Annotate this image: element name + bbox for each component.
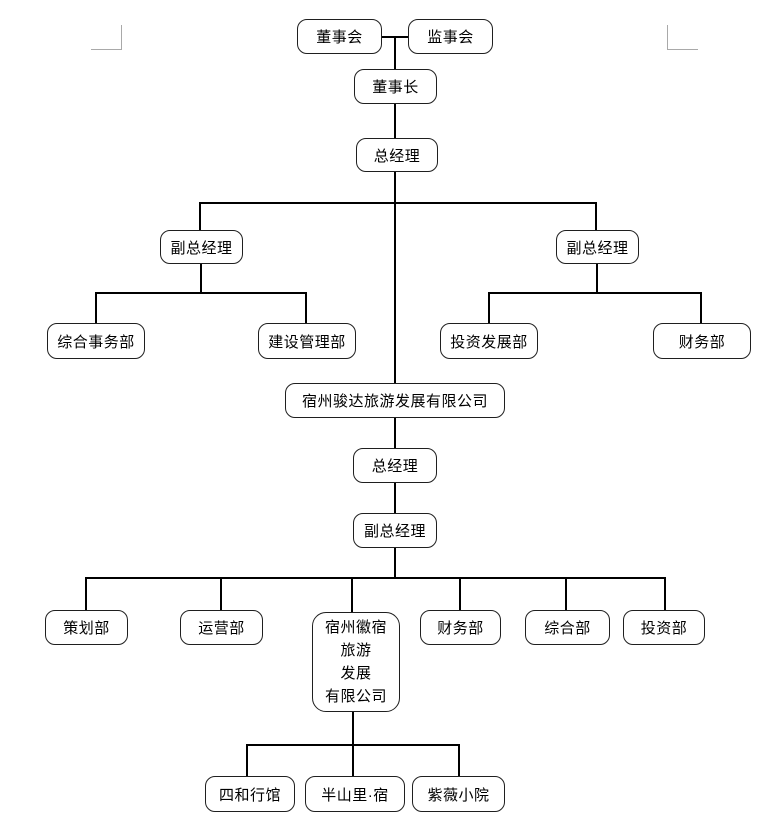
node-investment-dev-dept[interactable]: 投资发展部 xyxy=(440,323,538,359)
node-label: 建设管理部 xyxy=(268,333,346,351)
connector-line xyxy=(458,744,460,776)
node-label: 财务部 xyxy=(678,333,726,351)
connector-line xyxy=(220,577,222,610)
node-label: 监事会 xyxy=(427,29,474,46)
node-label-line: 宿州徽宿 xyxy=(324,619,387,636)
node-planning-dept[interactable]: 策划部 xyxy=(45,610,128,645)
connector-line xyxy=(352,744,354,776)
node-deputy-gm-left[interactable]: 副总经理 xyxy=(160,230,243,264)
node-banshanli-su[interactable]: 半山里·宿 xyxy=(305,776,405,812)
node-junda-deputy-gm[interactable]: 副总经理 xyxy=(353,513,437,548)
connector-line xyxy=(488,292,490,323)
node-huisu-company[interactable]: 宿州徽宿 旅游 发展 有限公司 xyxy=(312,612,400,712)
node-label: 副总经理 xyxy=(170,239,233,257)
node-label: 投资发展部 xyxy=(450,333,528,351)
connector-line xyxy=(700,292,702,323)
node-label: 四和行馆 xyxy=(218,786,281,804)
node-deputy-gm-right[interactable]: 副总经理 xyxy=(556,230,639,264)
connector-line xyxy=(95,292,97,323)
page-corner-mark-top-right xyxy=(667,25,668,50)
node-board[interactable]: 董事会 xyxy=(297,19,382,54)
connector-line xyxy=(200,264,202,293)
node-label: 紫薇小院 xyxy=(427,786,490,804)
connector-line xyxy=(664,577,666,610)
connector-line xyxy=(394,37,396,69)
connector-line xyxy=(394,483,396,513)
connector-line xyxy=(85,577,666,579)
node-label: 财务部 xyxy=(437,620,484,637)
node-label: 运营部 xyxy=(198,620,245,637)
connector-line xyxy=(305,292,307,323)
node-label: 副总经理 xyxy=(363,523,426,540)
node-label: 综合部 xyxy=(544,620,591,637)
connector-line xyxy=(394,172,396,383)
page-corner-mark-top-right xyxy=(667,49,698,50)
node-chairman[interactable]: 董事长 xyxy=(354,69,437,104)
node-label-line: 发展 xyxy=(340,665,372,682)
node-sihe-guesthouse[interactable]: 四和行馆 xyxy=(205,776,295,812)
node-label-line: 旅游 xyxy=(340,642,372,659)
node-label: 半山里·宿 xyxy=(321,786,389,804)
connector-line xyxy=(85,577,87,610)
node-label: 投资部 xyxy=(640,620,688,637)
connector-line xyxy=(199,202,597,204)
node-ziwei-courtyard[interactable]: 紫薇小院 xyxy=(412,776,505,812)
node-label: 董事长 xyxy=(372,79,419,96)
node-general-affairs-dept[interactable]: 综合事务部 xyxy=(47,323,145,359)
connector-line xyxy=(95,292,307,294)
connector-line xyxy=(596,264,598,293)
node-label: 策划部 xyxy=(63,620,110,637)
connector-line xyxy=(394,104,396,138)
connector-line xyxy=(459,577,461,610)
page-corner-mark-top-left xyxy=(121,25,122,50)
connector-line xyxy=(351,577,353,612)
node-huisu-finance-dept[interactable]: 财务部 xyxy=(420,610,501,645)
node-supervisory-board[interactable]: 监事会 xyxy=(408,19,493,54)
connector-line xyxy=(394,548,396,578)
node-junda-general-manager[interactable]: 总经理 xyxy=(353,448,437,483)
connector-line xyxy=(199,202,201,230)
node-junda-company[interactable]: 宿州骏达旅游发展有限公司 xyxy=(285,383,505,418)
node-operations-dept[interactable]: 运营部 xyxy=(180,610,263,645)
node-construction-mgmt-dept[interactable]: 建设管理部 xyxy=(258,323,356,359)
connector-line xyxy=(595,202,597,230)
node-general-manager[interactable]: 总经理 xyxy=(356,138,438,172)
node-comprehensive-dept[interactable]: 综合部 xyxy=(525,610,610,645)
node-label: 副总经理 xyxy=(566,239,629,257)
connector-line xyxy=(246,744,248,776)
connector-line xyxy=(352,712,354,745)
node-investment-dept[interactable]: 投资部 xyxy=(623,610,705,645)
page-corner-mark-top-left xyxy=(91,49,122,50)
node-label: 综合事务部 xyxy=(57,333,135,351)
node-label: 宿州徽宿 旅游 发展 有限公司 xyxy=(325,616,387,708)
connector-line xyxy=(565,577,567,610)
node-label: 宿州骏达旅游发展有限公司 xyxy=(301,393,488,410)
connector-line xyxy=(394,418,396,448)
connector-line xyxy=(488,292,702,294)
node-label-line: 有限公司 xyxy=(324,688,387,705)
node-label: 总经理 xyxy=(371,458,419,475)
node-label: 董事会 xyxy=(316,29,363,46)
node-label: 总经理 xyxy=(373,147,421,165)
node-finance-dept[interactable]: 财务部 xyxy=(653,323,751,359)
